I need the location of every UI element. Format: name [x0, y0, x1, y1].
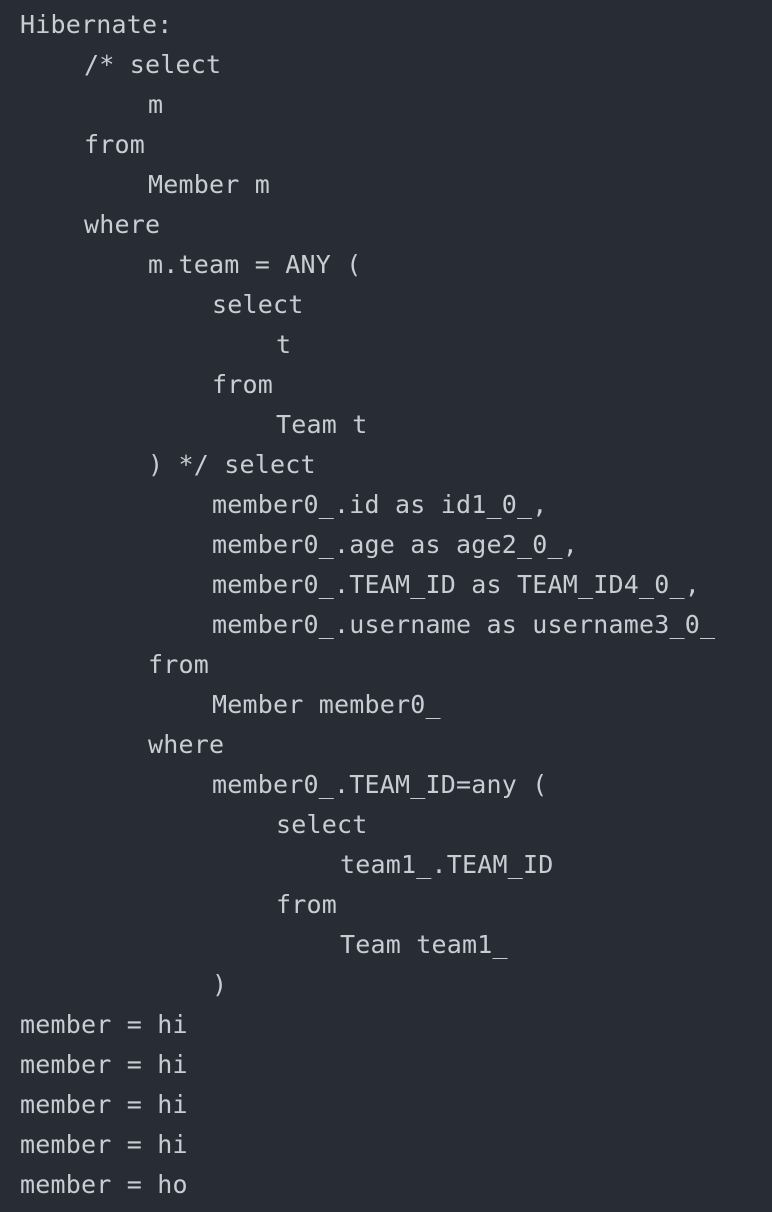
- console-line: where: [84, 210, 161, 239]
- console-line: member = hi: [20, 1050, 188, 1079]
- console-line: Team team1_: [340, 930, 508, 959]
- console-line: where: [148, 730, 225, 759]
- console-line: ) */ select: [148, 450, 316, 479]
- console-line: member0_.TEAM_ID=any (: [212, 770, 548, 799]
- console-line: Team t: [276, 410, 368, 439]
- console-line: member0_.username as username3_0_: [212, 610, 716, 639]
- console-line: Hibernate:: [20, 10, 173, 39]
- console-line: member = ho: [20, 1170, 188, 1199]
- console-line: from: [212, 370, 274, 399]
- console-line: member0_.age as age2_0_,: [212, 530, 579, 559]
- console-line: member = hi: [20, 1090, 188, 1119]
- console-line: select: [212, 290, 304, 319]
- console-line: t: [276, 330, 292, 359]
- console-line: member = hi: [20, 1010, 188, 1039]
- console-line: team1_.TEAM_ID: [340, 850, 554, 879]
- console-line: Member m: [148, 170, 271, 199]
- console-line: member0_.id as id1_0_,: [212, 490, 548, 519]
- console-line: member0_.TEAM_ID as TEAM_ID4_0_,: [212, 570, 701, 599]
- console-line: m: [148, 90, 164, 119]
- console-line: from: [276, 890, 338, 919]
- console-line: ): [212, 970, 228, 999]
- console-line: from: [84, 130, 146, 159]
- console-line: select: [276, 810, 368, 839]
- console-line: Member member0_: [212, 690, 441, 719]
- console-line: m.team = ANY (: [148, 250, 362, 279]
- console-line: from: [148, 650, 210, 679]
- console-line: member = hi: [20, 1130, 188, 1159]
- console-line: /* select: [84, 50, 222, 79]
